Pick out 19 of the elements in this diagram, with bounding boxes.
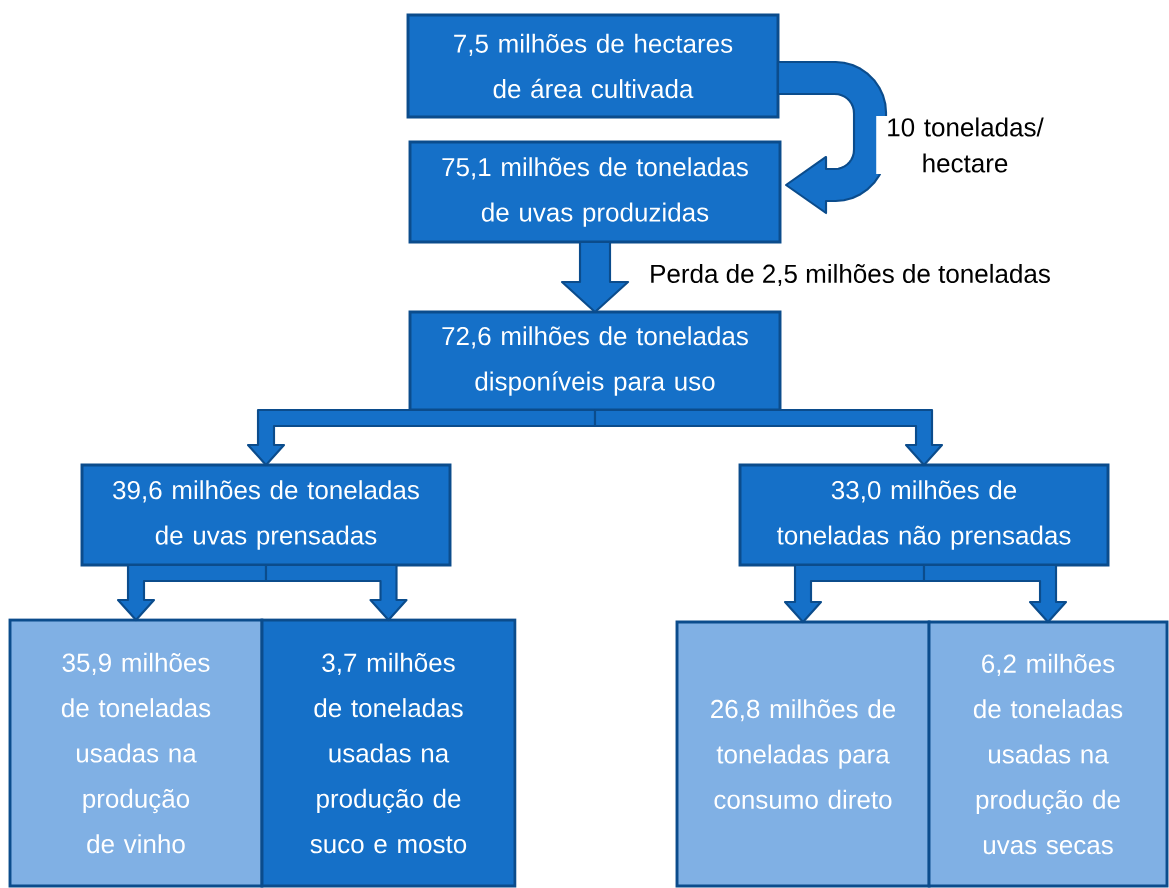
process-box: 39,6 milhões de toneladas de uvas prensadas <box>80 463 452 567</box>
arrow <box>560 240 630 314</box>
process-box: 7,5 milhões de hectares de área cultivada <box>406 13 780 119</box>
process-box: 35,9 milhões de toneladas usadas na produção de vinho <box>8 618 264 888</box>
arrow <box>264 563 408 622</box>
process-box: 6,2 milhões de toneladas usadas na produção de uvas secas <box>927 620 1169 888</box>
arrow <box>922 563 1068 624</box>
arrow <box>783 563 926 624</box>
arrow <box>116 563 268 622</box>
edge-label: 10 toneladas/ hectare <box>876 116 1054 174</box>
process-box: 26,8 milhões de toneladas para consumo direto <box>675 620 931 888</box>
process-box: 3,7 milhões de toneladas usadas na produção de suco e mosto <box>260 618 517 888</box>
arrow <box>776 60 888 215</box>
edge-label: Perda de 2,5 milhões de toneladas <box>647 262 1053 288</box>
arrow <box>246 408 597 467</box>
process-box: 75,1 milhões de toneladas de uvas produzidas <box>408 140 782 244</box>
process-box: 72,6 milhões de toneladas disponíveis para uso <box>408 310 782 412</box>
arrow <box>593 408 944 467</box>
process-box: 33,0 milhões de toneladas não prensadas <box>738 463 1110 567</box>
